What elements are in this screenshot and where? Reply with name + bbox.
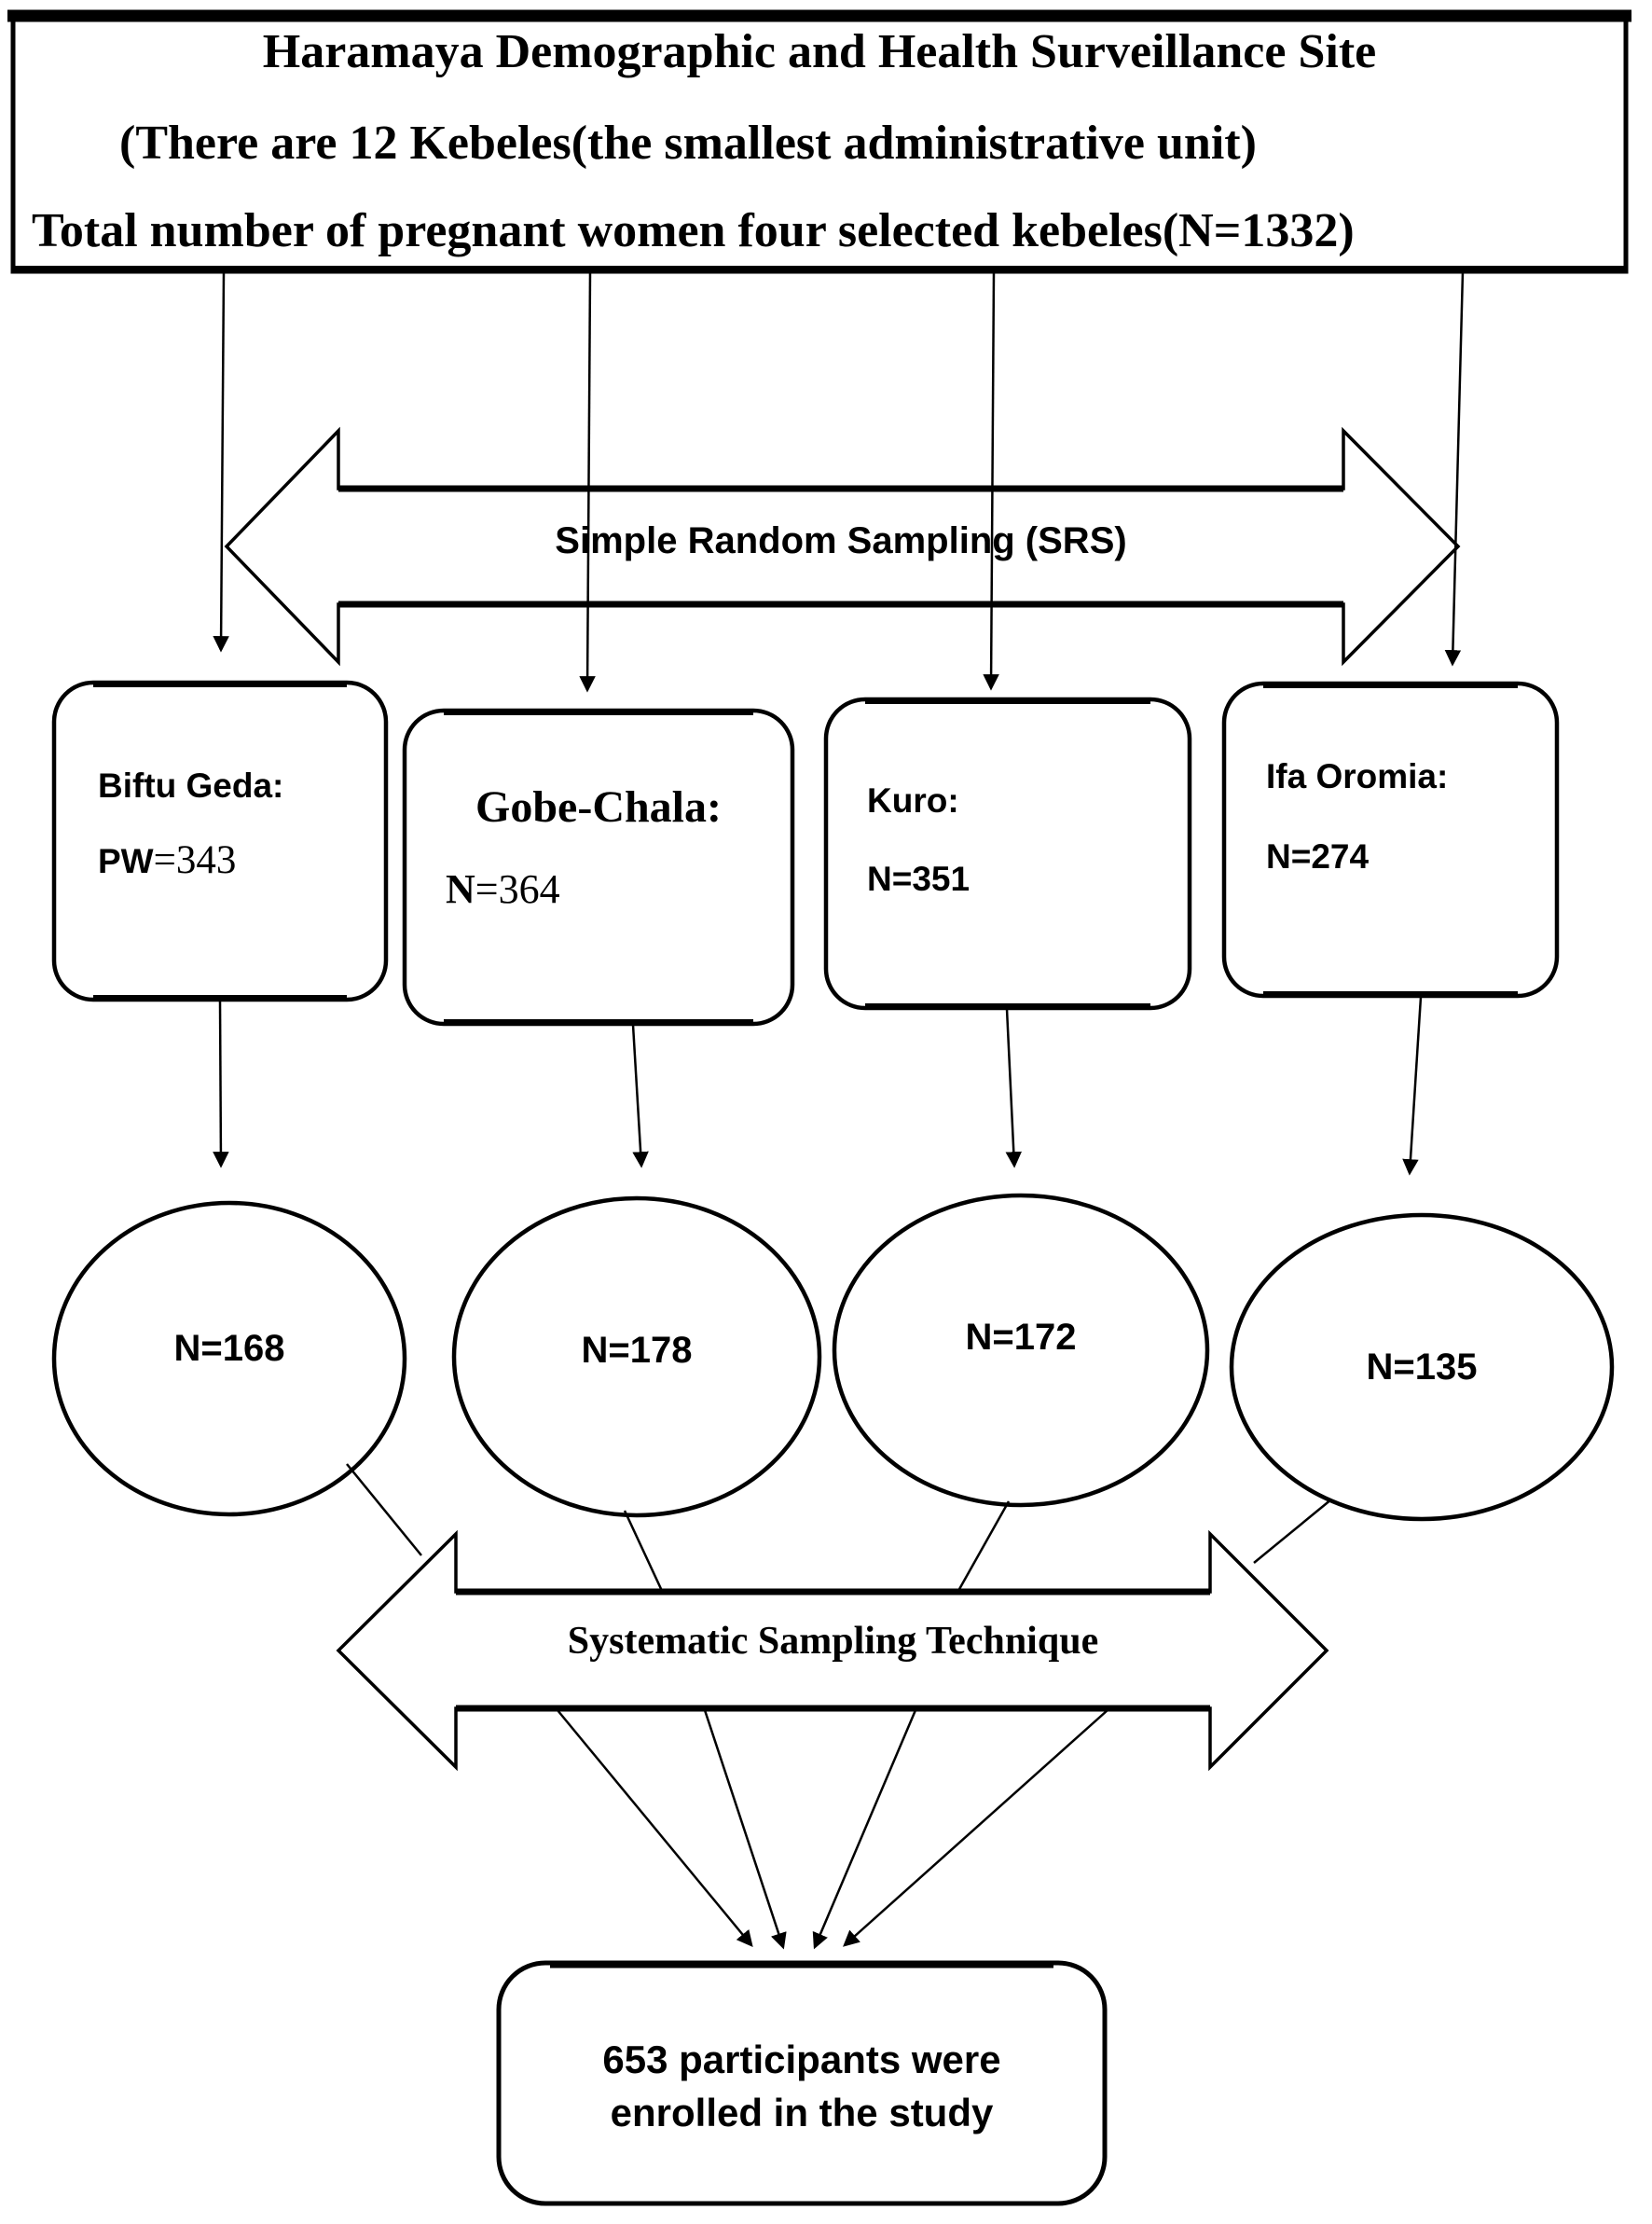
kebele-box-shapes <box>51 680 1560 1027</box>
final-box-shape <box>496 1960 1108 2206</box>
kebele-value-gobe-chala: N=364 <box>446 865 560 913</box>
srs-arrow-label: Simple Random Sampling (SRS) <box>555 520 1127 561</box>
kebele-name-biftu-geda: Biftu Geda: <box>98 767 284 805</box>
circle-to-systematic-connectors <box>346 1463 1332 1592</box>
final-enrollment-text: 653 participants were enrolled in the st… <box>499 2033 1105 2139</box>
header-box-shape <box>7 9 1631 274</box>
sample-size-3: N=172 <box>965 1317 1077 1358</box>
sample-size-2: N=178 <box>581 1330 693 1371</box>
systematic-arrow-label: Systematic Sampling Technique <box>567 1620 1099 1663</box>
kebele-value-number: =364 <box>475 866 560 912</box>
kebele-value-prefix: N <box>867 860 892 898</box>
sample-size-4: N=135 <box>1366 1347 1478 1388</box>
srs-double-arrow-shape <box>224 426 1461 667</box>
systematic-to-final-connectors <box>557 1709 1108 1950</box>
kebele-to-circle-connectors <box>213 996 1423 1176</box>
kebele-value-prefix: N <box>446 866 475 912</box>
kebele-value-prefix: PW <box>98 842 154 880</box>
header-total-count: Total number of pregnant women four sele… <box>32 204 1355 257</box>
systematic-double-arrow-shape <box>336 1529 1329 1772</box>
sample-circle-shapes <box>51 1193 1615 1522</box>
kebele-value-prefix: N <box>1266 837 1291 876</box>
kebele-name-gobe-chala: Gobe-Chala: <box>475 782 722 832</box>
final-enrollment-line1: 653 participants were <box>602 2038 1001 2081</box>
header-to-kebele-connectors <box>213 270 1465 693</box>
kebele-value-kuro: N=351 <box>867 860 970 899</box>
kebele-value-number: =274 <box>1290 837 1370 876</box>
kebele-value-number: =343 <box>153 838 237 882</box>
kebele-value-number: =351 <box>891 860 971 898</box>
header-subtitle: (There are 12 Kebeles(the smallest admin… <box>119 117 1257 170</box>
header-title: Haramaya Demographic and Health Surveill… <box>262 25 1377 78</box>
final-enrollment-line2: enrolled in the study <box>610 2091 994 2134</box>
kebele-name-kuro: Kuro: <box>867 781 959 820</box>
kebele-value-biftu-geda: PW=343 <box>98 837 236 883</box>
kebele-name-ifa-oromia: Ifa Oromia: <box>1266 757 1449 795</box>
kebele-value-ifa-oromia: N=274 <box>1266 837 1369 877</box>
sample-size-1: N=168 <box>173 1328 285 1369</box>
